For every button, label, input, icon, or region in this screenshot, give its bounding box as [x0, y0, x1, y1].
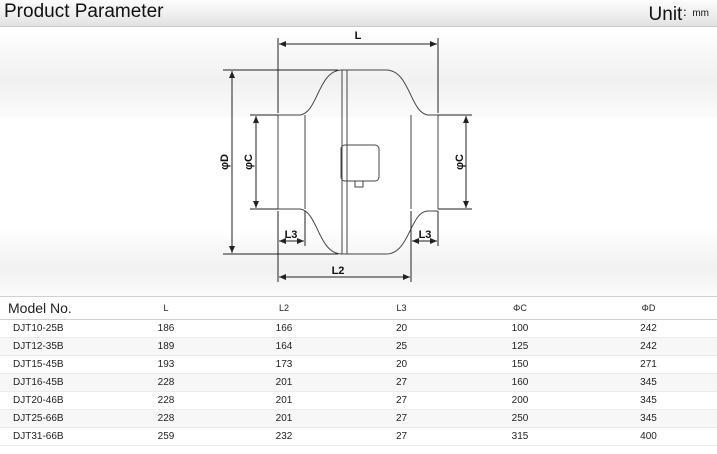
- fan-lower-profile: [278, 208, 438, 255]
- cell-model: DJT25-66B: [0, 409, 107, 428]
- cell-l: 259: [107, 427, 225, 446]
- fan-body-outline: [277, 69, 439, 255]
- unit-label: Unit：mm: [649, 4, 709, 26]
- cell-phid: 345: [580, 373, 717, 392]
- cell-l2: 201: [225, 409, 343, 428]
- table-row: DJT16-45B 228 201 27 160 345: [0, 373, 717, 392]
- cell-l: 228: [107, 373, 225, 392]
- table-row: DJT20-46B 228 201 27 200 345: [0, 391, 717, 410]
- cell-l2: 166: [225, 319, 343, 338]
- cell-phic: 200: [460, 391, 580, 410]
- cell-model: DJT12-35B: [0, 337, 107, 356]
- table-row: DJT15-45B 193 173 20 150 271: [0, 355, 717, 374]
- cell-l2: 232: [225, 427, 343, 446]
- cell-l2: 164: [225, 337, 343, 356]
- column-header-l3: L3: [343, 296, 460, 320]
- cell-l: 189: [107, 337, 225, 356]
- column-header-phic: ΦC: [460, 296, 580, 320]
- cell-phid: 242: [580, 337, 717, 356]
- label-phid: φD: [219, 154, 231, 170]
- cell-l3: 25: [343, 337, 460, 356]
- page-title: Product Parameter: [4, 1, 164, 22]
- cell-l: 193: [107, 355, 225, 374]
- table-row: DJT12-35B 189 164 25 125 242: [0, 337, 717, 356]
- label-l: L: [355, 30, 362, 42]
- cell-phic: 315: [460, 427, 580, 446]
- unit-text: Unit: [648, 4, 683, 25]
- cell-model: DJT20-46B: [0, 391, 107, 410]
- cell-model: DJT16-45B: [0, 373, 107, 392]
- cell-l3: 20: [343, 319, 460, 338]
- cell-phid: 271: [580, 355, 717, 374]
- table-row: DJT31-66B 259 232 27 315 400: [0, 427, 717, 446]
- cell-phic: 160: [460, 373, 580, 392]
- cell-phic: 100: [460, 319, 580, 338]
- cell-l2: 201: [225, 391, 343, 410]
- cell-model: DJT31-66B: [0, 427, 107, 446]
- cell-phid: 345: [580, 391, 717, 410]
- cell-l2: 201: [225, 373, 343, 392]
- header-bar: Product Parameter Unit：mm: [0, 0, 717, 27]
- label-l2: L2: [332, 265, 345, 277]
- background-band-bottom: [0, 228, 717, 296]
- cell-phic: 250: [460, 409, 580, 428]
- unit-value: ：mm: [682, 8, 709, 19]
- parameter-table: Model No. L L2 L3 ΦC ΦD DJT10-25B 186 16…: [0, 296, 717, 446]
- cell-l3: 20: [343, 355, 460, 374]
- dimension-lines: [223, 38, 472, 282]
- cell-phid: 345: [580, 409, 717, 428]
- cell-l3: 27: [343, 427, 460, 446]
- cell-model: DJT15-45B: [0, 355, 107, 374]
- cell-l3: 27: [343, 373, 460, 392]
- cell-l: 228: [107, 391, 225, 410]
- cell-phic: 150: [460, 355, 580, 374]
- cell-l: 186: [107, 319, 225, 338]
- cell-model: DJT10-25B: [0, 319, 107, 338]
- table-row: DJT10-25B 186 166 20 100 242: [0, 319, 717, 338]
- cell-l2: 173: [225, 355, 343, 374]
- cell-phid: 400: [580, 427, 717, 446]
- label-l3-right: L3: [419, 229, 432, 241]
- cell-l3: 27: [343, 391, 460, 410]
- column-header-phid: ΦD: [580, 296, 717, 320]
- fan-dimension-diagram: L L2 L3 L3 φD φC φC: [219, 30, 472, 282]
- column-header-l: L: [107, 296, 225, 320]
- cell-l3: 27: [343, 409, 460, 428]
- label-phic-right: φC: [454, 154, 466, 170]
- fan-upper-profile: [278, 69, 438, 116]
- table-row: DJT25-66B 228 201 27 250 345: [0, 409, 717, 428]
- column-header-model: Model No.: [0, 296, 107, 320]
- cell-l: 228: [107, 409, 225, 428]
- column-header-l2: L2: [225, 296, 343, 320]
- label-l3-left: L3: [285, 229, 298, 241]
- label-phic-left: φC: [243, 154, 255, 170]
- table-header-row: Model No. L L2 L3 ΦC ΦD: [0, 296, 717, 320]
- cell-phid: 242: [580, 319, 717, 338]
- cable-gland: [354, 180, 364, 188]
- cell-phic: 125: [460, 337, 580, 356]
